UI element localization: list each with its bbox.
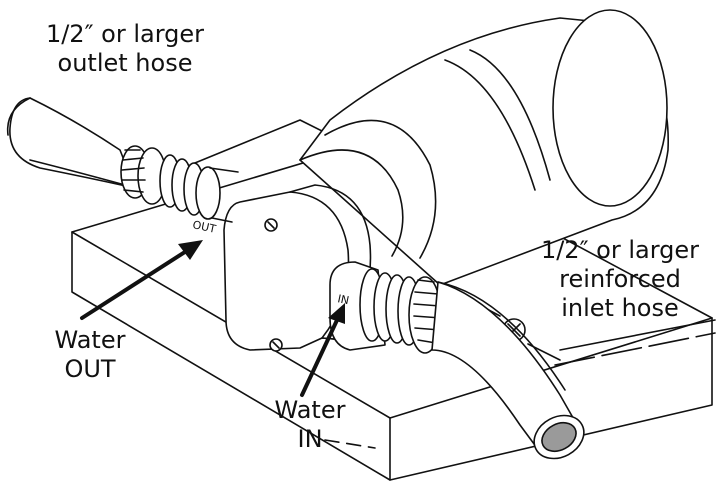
inlet-label-line2: reinforced <box>559 265 681 293</box>
inlet-hose-end <box>533 414 585 460</box>
outlet-label-line2: outlet hose <box>57 49 193 77</box>
water-out-line2: OUT <box>64 355 116 383</box>
outlet-label-line1: 1/2″ or larger <box>45 20 205 48</box>
water-out-label: Water OUT <box>35 326 145 384</box>
inlet-hose-label: 1/2″ or larger reinforced inlet hose <box>530 236 710 323</box>
water-out-line1: Water <box>54 326 126 354</box>
inlet-label-line3: inlet hose <box>561 294 679 322</box>
out-port-stamp: OUT <box>191 218 217 236</box>
water-in-label: Water IN <box>255 396 365 454</box>
outlet-fitting <box>120 145 239 223</box>
in-port-stamp: IN <box>336 292 350 307</box>
water-out-arrow <box>80 240 203 320</box>
water-in-line2: IN <box>297 425 323 453</box>
outlet-hose <box>6 97 136 189</box>
water-in-line1: Water <box>274 396 346 424</box>
motor-housing <box>299 9 669 286</box>
pump-head <box>223 184 372 352</box>
outlet-hose-label: 1/2″ or larger outlet hose <box>30 20 220 78</box>
inlet-label-line1: 1/2″ or larger <box>540 236 700 264</box>
water-in-arrow <box>300 303 345 397</box>
